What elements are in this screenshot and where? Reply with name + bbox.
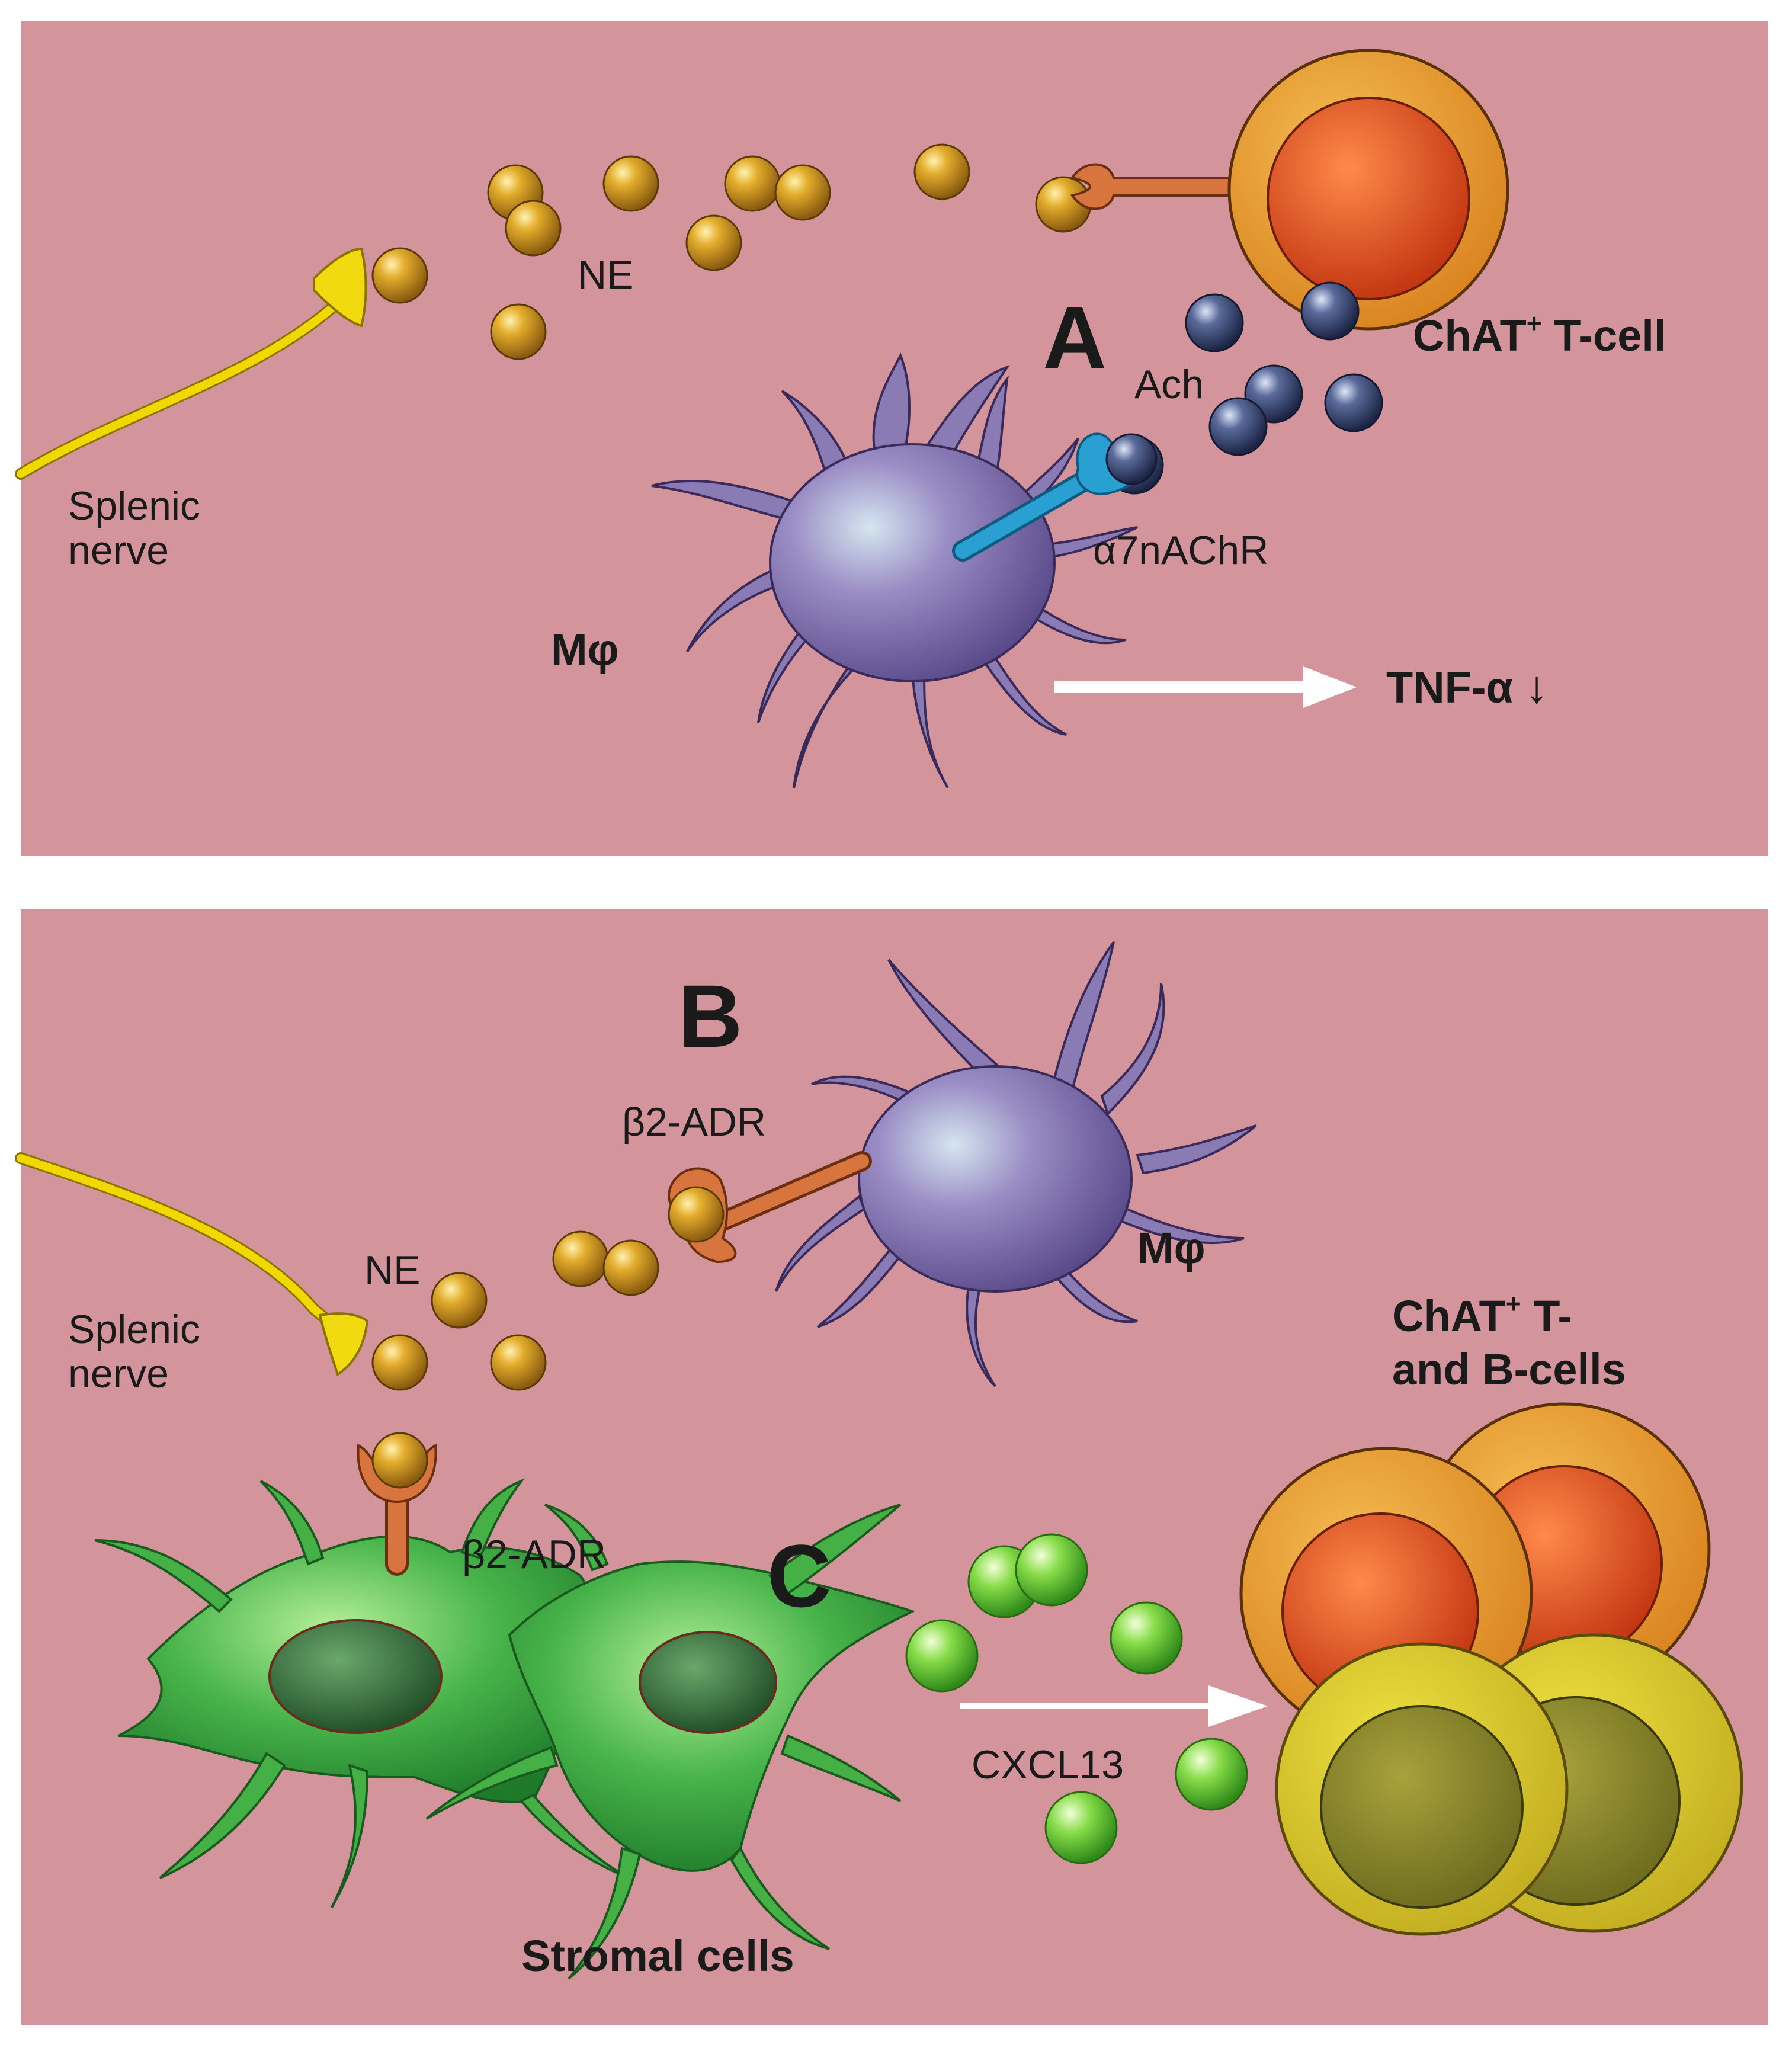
macrophage-a <box>651 352 1138 789</box>
panel-c-letter: C <box>767 1526 832 1626</box>
ne-bound-stromal <box>371 1432 428 1489</box>
cxcl13-particles <box>905 1533 1248 1864</box>
tnf-alpha-label: TNF-α ↓ <box>1386 661 1549 713</box>
cells-label-line1: ChAT+ T- <box>1392 1289 1573 1341</box>
beta2-receptor-label-c: β2-ADR <box>462 1532 607 1577</box>
splenic-nerve-label-b-line2: nerve <box>68 1351 169 1396</box>
cxcl13-arrow <box>960 1685 1268 1727</box>
nerve-terminal-b <box>318 1312 369 1377</box>
macrophage-label-a: Mφ <box>551 625 619 674</box>
nerve-terminal-a <box>313 247 367 328</box>
down-arrow-icon: ↓ <box>1525 661 1549 713</box>
beta2-receptor-tcell-a <box>1070 163 1251 210</box>
ne-bound-macrophage <box>668 1186 725 1243</box>
stromal-cell-left <box>94 1478 629 1908</box>
beta2-receptor-stromal <box>357 1443 437 1576</box>
beta2-receptor-label-b: β2-ADR <box>622 1100 767 1145</box>
ne-label-b: NE <box>364 1248 421 1293</box>
bcell-1 <box>1275 1642 1569 1936</box>
splenic-nerve-label-b-line1: Splenic <box>68 1307 201 1352</box>
tcell-label-a: ChAT+ T-cell <box>1413 309 1666 360</box>
stromal-cells-label: Stromal cells <box>521 1931 794 1980</box>
norepinephrine-particles-a <box>371 143 1092 360</box>
stromal-cell-right <box>425 1504 916 1980</box>
splenic-nerve-label-a-line2: nerve <box>68 528 169 573</box>
macrophage-b <box>775 941 1257 1387</box>
alpha7-receptor-label: α7nAChR <box>1093 528 1269 573</box>
panel-b-letter: B <box>678 966 743 1066</box>
ach-label: Ach <box>1134 362 1204 407</box>
macrophage-label-b: Mφ <box>1137 1223 1206 1272</box>
panel-a-letter: A <box>1043 288 1107 387</box>
cxcl13-label: CXCL13 <box>972 1742 1124 1787</box>
tnf-arrow <box>1054 666 1357 708</box>
splenic-nerve-label-a-line1: Splenic <box>68 483 201 528</box>
ne-label-a: NE <box>578 252 634 297</box>
cells-label-line2: and B-cells <box>1392 1345 1626 1394</box>
ach-bound <box>1105 433 1158 485</box>
